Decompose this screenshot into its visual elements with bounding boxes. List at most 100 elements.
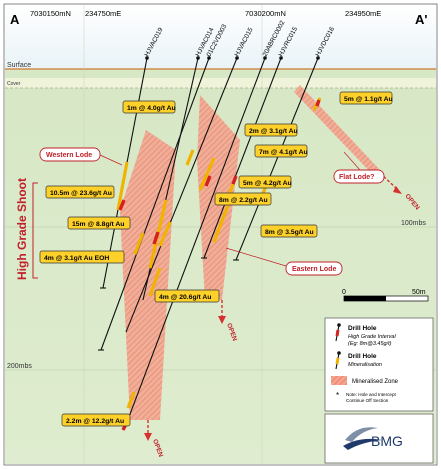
cover-layer: [5, 78, 436, 88]
intercept-box-0: [122, 100, 176, 114]
rl-200-label: 200mbs: [7, 363, 32, 370]
flat-lode-label: Flat Lode?: [339, 174, 374, 181]
open-arrow-flat-head: [393, 186, 402, 194]
drill-trace-01c2vd003: [100, 57, 210, 351]
intercept-box-6: [214, 192, 272, 206]
hg-seg-2: [152, 231, 160, 245]
intercept-text-9: 4m @ 3.1g/t Au EOH: [44, 255, 109, 262]
drill-trace-hjvac015: [125, 57, 238, 333]
legend-hg-interval: High Grade Interval: [348, 334, 396, 340]
min-seg-8: [133, 232, 145, 255]
eastern-lode-leader: [225, 247, 287, 267]
coord-east-right: 234950mE: [345, 9, 381, 18]
legend-min-segment: [335, 357, 340, 365]
collar-hjvac015: [235, 56, 239, 60]
intercept-text-8: 8m @ 3.5g/t Au: [265, 229, 314, 236]
flat-lode-leader: [343, 151, 361, 171]
intercept-text-3: 7m @ 4.1g/t Au: [259, 149, 308, 156]
intercept-box-8: [260, 224, 318, 238]
min-seg-1: [116, 161, 129, 211]
section-start-letter: A: [10, 12, 20, 27]
legend-mineralised-zone: Mineralised Zone: [352, 379, 399, 385]
sky: [5, 5, 436, 69]
legend-note-2: Continue Off Section: [346, 398, 389, 403]
legend-drill-hole-2: Drill Hole: [348, 353, 377, 360]
intercept-text-4: 5m @ 4.2g/t Au: [243, 180, 292, 187]
intercepts: 1m @ 4.0g/t Au 5m @ 1.1g/t Au 2m @ 3.1g/…: [39, 91, 393, 427]
eastern-lode-label: Eastern Lode: [292, 266, 336, 273]
coord-north-right: 7030200mN: [245, 9, 286, 18]
logo-swoosh-dark-icon: [343, 438, 382, 450]
intercept-box-4: [238, 175, 292, 189]
collar-hjvrc015: [279, 56, 283, 60]
intercept-text-7: 15m @ 8.8g/t Au: [72, 221, 124, 228]
intercept-box-1: [339, 91, 393, 105]
legend-drill-min-collar: [337, 351, 341, 355]
high-grade-shoot-label: High Grade Shoot: [15, 178, 29, 280]
open-arrow-flat-line: [379, 172, 399, 191]
hg-seg-1: [118, 199, 126, 211]
legend-zone-swatch: [331, 376, 347, 385]
coord-east-left: 234750mE: [85, 9, 121, 18]
legend-drill-hg-collar: [337, 323, 341, 327]
collar-hjvdc016: [316, 56, 320, 60]
collar-hjvac014: [196, 56, 200, 60]
section-end-letter: A': [415, 12, 427, 27]
min-seg-4: [198, 157, 216, 191]
eastern-lode-callout: [285, 261, 343, 276]
intercept-box-5: [45, 185, 115, 199]
intercept-box-9: [39, 250, 125, 264]
intercept-text-1: 5m @ 1.1g/t Au: [344, 96, 393, 103]
hg-seg-3: [204, 175, 212, 187]
cover-label: Cover: [7, 81, 21, 87]
intercept-box-7: [67, 216, 131, 230]
intercept-text-5: 10.5m @ 23.6g/t Au: [50, 190, 112, 197]
intercept-box-3: [254, 144, 308, 158]
drill-trace-hjvdc016: [235, 57, 319, 261]
hg-seg-4: [231, 175, 238, 185]
western-lode-leader: [99, 154, 123, 166]
drill-trace-hjvrc015: [203, 57, 282, 259]
min-seg-10: [126, 391, 136, 409]
intercept-box-10: [154, 289, 220, 303]
collar-20abrc0002: [263, 56, 267, 60]
collars: [145, 56, 320, 60]
collar-01c2vd003: [207, 56, 211, 60]
legend-note-1: Note: Hole and Intercept: [346, 392, 397, 397]
scale-end: 50m: [412, 289, 426, 296]
open-arrow-eastern-head: [218, 316, 226, 324]
drill-trace-20abrc0002: [123, 57, 266, 431]
hg-seg-5: [315, 99, 321, 107]
surface-label: Surface: [7, 62, 31, 69]
western-lode-zone: [120, 130, 176, 420]
legend-hg-example: (Eg: 8m@3.45g/t): [348, 341, 392, 347]
western-lode-label: Western Lode: [46, 152, 92, 159]
intercept-text-11: 2.2m @ 12.2g/t Au: [66, 418, 124, 425]
logo-box: [324, 413, 434, 464]
min-seg-3: [185, 149, 195, 166]
legend-box: [324, 317, 434, 412]
intercept-box-2: [244, 123, 298, 137]
intercept-text-10: 4m @ 20.6g/t Au: [159, 294, 211, 301]
min-seg-5: [158, 221, 172, 247]
rl-100-label: 100mbs: [401, 220, 426, 227]
legend-mineralisation: Mineralisation: [348, 362, 382, 368]
min-seg-11: [212, 199, 232, 243]
high-grade-shoot-bracket: [32, 182, 38, 279]
company-logo-text: BMG: [371, 433, 403, 449]
open-arrow-western-head: [144, 433, 152, 441]
western-lode-callout: [39, 147, 101, 162]
flat-lode-callout: [333, 169, 385, 184]
min-seg-9: [148, 267, 162, 297]
logo-swoosh-icon: [345, 427, 378, 442]
legend-note-marker: *: [336, 391, 339, 400]
legend-drill-hole-1: Drill Hole: [348, 325, 377, 332]
collar-hjvac019: [145, 56, 149, 60]
intercept-text-2: 2m @ 3.1g/t Au: [249, 128, 298, 135]
intercept-text-6: 8m @ 2.2g/t Au: [219, 197, 268, 204]
coord-north-left: 7030150mN: [30, 9, 71, 18]
intercept-text-0: 1m @ 4.0g/t Au: [127, 105, 176, 112]
high-grade-segments: [118, 99, 321, 431]
